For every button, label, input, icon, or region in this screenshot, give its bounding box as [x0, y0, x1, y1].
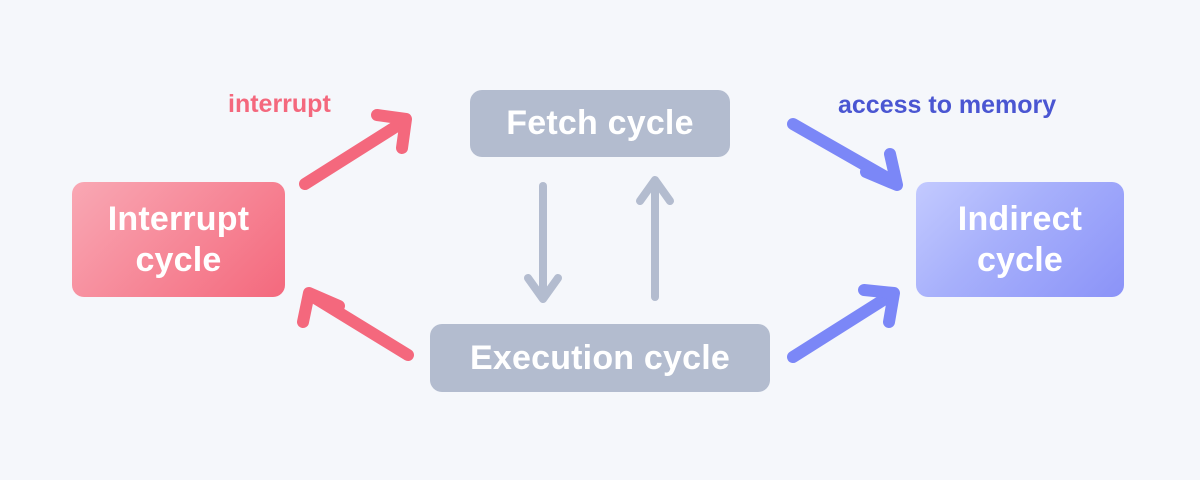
edge-label-interrupt: interrupt: [228, 90, 331, 118]
edge-label-access-to-memory: access to memory: [838, 91, 1057, 119]
arrow-execution-to-fetch: [636, 176, 674, 301]
node-indirect-cycle[interactable]: Indirect cycle: [916, 182, 1124, 297]
arrow-execution-to-indirect: [787, 284, 900, 363]
node-fetch-cycle[interactable]: Fetch cycle: [470, 90, 730, 157]
arrow-fetch-to-execution: [524, 182, 562, 303]
node-interrupt-cycle[interactable]: Interrupt cycle: [72, 182, 285, 297]
arrow-execution-to-interrupt: [297, 287, 414, 361]
arrow-interrupt-to-fetch: [299, 109, 412, 190]
node-execution-cycle[interactable]: Execution cycle: [430, 324, 770, 392]
arrow-fetch-to-indirect: [787, 118, 903, 191]
